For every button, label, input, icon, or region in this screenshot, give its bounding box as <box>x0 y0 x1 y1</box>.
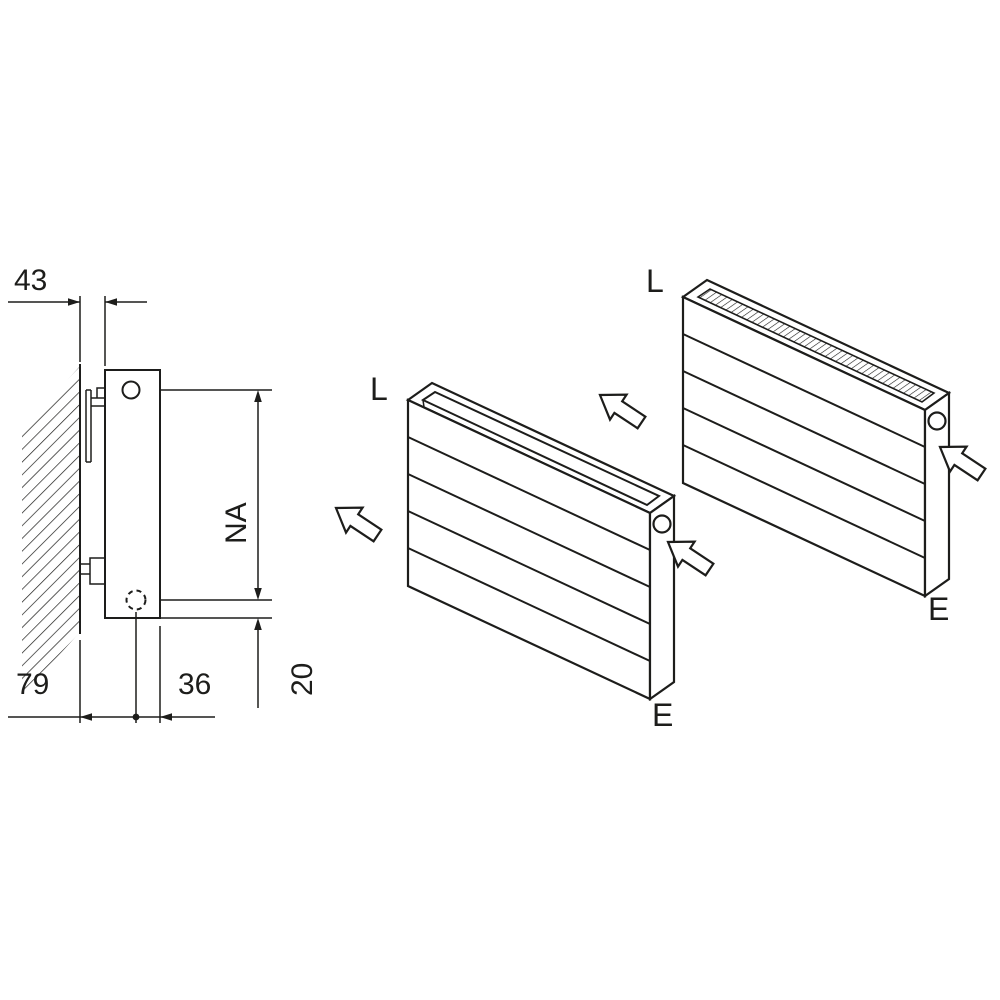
dimension-20: 20 <box>160 617 319 708</box>
bottom-connection-circle <box>125 589 147 611</box>
dimension-43: 43 <box>8 264 147 366</box>
label-e-front: E <box>652 697 673 733</box>
dim-79-value: 79 <box>16 668 49 701</box>
wall-hatch <box>22 366 80 696</box>
front-slat-lines <box>682 333 926 559</box>
side-view: 43 NA 20 79 36 <box>8 264 319 723</box>
mounting-bracket <box>85 387 105 463</box>
label-e-back: E <box>928 591 949 627</box>
flow-direction-arrow <box>598 393 647 430</box>
slot-inner-corner <box>422 399 425 408</box>
radiator-isometric-back: L E <box>646 263 952 627</box>
front-slat-lines <box>407 436 651 662</box>
flow-direction-arrow <box>334 506 383 543</box>
label-l-front: L <box>370 371 388 407</box>
radiator-side-face <box>648 493 676 702</box>
top-opening-slot <box>420 390 661 507</box>
connection-boss <box>927 411 947 431</box>
label-l-back: L <box>646 263 664 299</box>
wall-section <box>22 364 81 696</box>
radiator-side-face <box>923 390 951 599</box>
dim-43-value: 43 <box>14 264 47 297</box>
top-grille <box>696 288 936 403</box>
dim-36-value: 36 <box>178 668 211 701</box>
radiator-profile-body <box>104 369 161 619</box>
radiator-isometric-front: L E <box>370 371 677 733</box>
dim-20-value: 20 <box>286 663 319 696</box>
radiator-side-profile <box>104 369 161 619</box>
bottom-pipe-connection <box>80 557 106 585</box>
connection-boss <box>652 514 672 534</box>
dim-na-value: NA <box>220 502 253 544</box>
dimension-na: NA <box>160 389 272 601</box>
top-connection-circle <box>121 380 141 400</box>
dimension-79-36: 79 36 <box>8 612 215 723</box>
